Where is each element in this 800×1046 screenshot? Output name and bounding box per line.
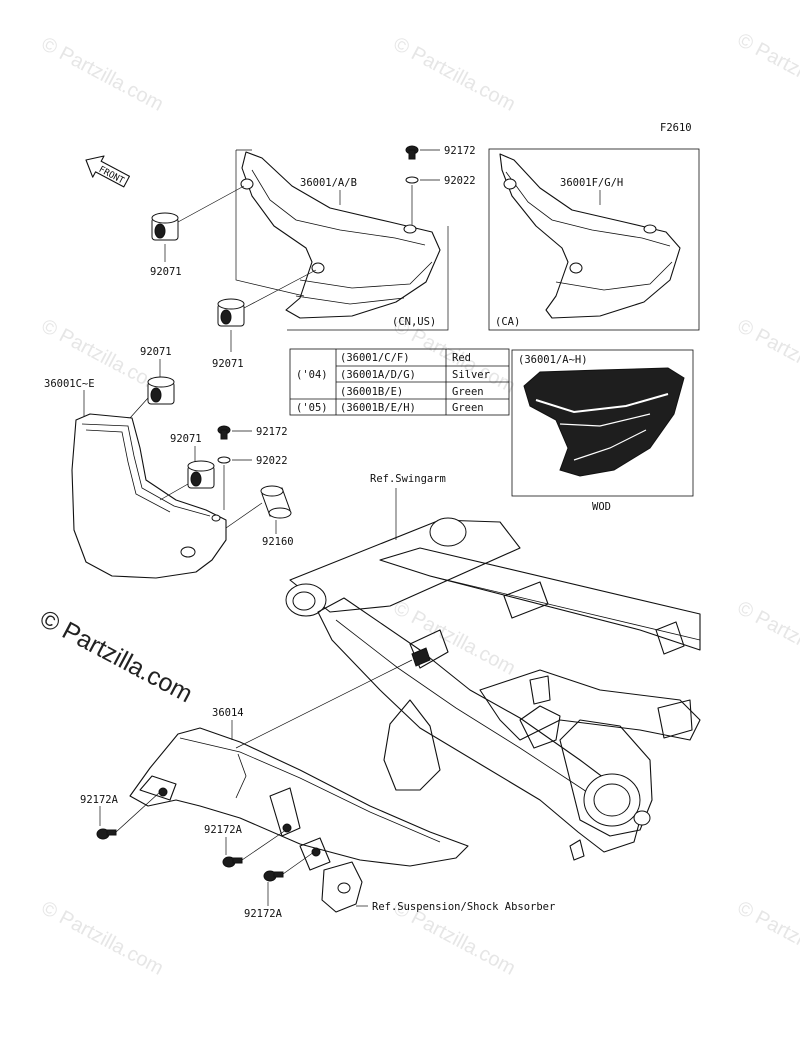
- table-cell-color: Green: [452, 402, 484, 414]
- bolt-92172a-2: [222, 856, 243, 868]
- side-cover-ca: [499, 153, 681, 319]
- watermark: © Partzilla.com: [38, 897, 167, 980]
- ref-swingarm: Ref.Swingarm: [370, 473, 446, 485]
- shock-bracket: [321, 861, 363, 913]
- front-label: FRONT: [97, 165, 126, 187]
- collar-92160: [260, 485, 292, 519]
- callout-92172a-2: 92172A: [204, 824, 243, 836]
- region-ca: (CA): [495, 316, 520, 328]
- ref-suspension: Ref.Suspension/Shock Absorber: [372, 901, 555, 913]
- table-cell-color: Green: [452, 386, 484, 398]
- grommet-92071-mid-1: [147, 376, 175, 405]
- bolt-92172-top: [405, 145, 419, 160]
- box-ca: [488, 148, 700, 331]
- bolt-92172a-1: [96, 828, 117, 840]
- watermark: © Partzilla.com: [734, 315, 800, 398]
- watermark: © Partzilla.com: [38, 33, 167, 116]
- watermark: © Partzilla.com: [734, 29, 800, 112]
- watermark: © Partzilla.com: [390, 597, 519, 680]
- watermark: © Partzilla.com: [734, 597, 800, 680]
- region-cn-us: (CN,US): [392, 316, 436, 328]
- callout-36001-a-b: 36001/A/B: [300, 177, 357, 189]
- table-cell-color: Silver: [452, 369, 490, 381]
- callout-92172a-1: 92172A: [80, 794, 119, 806]
- callout-92071-mid-2: 92071: [170, 433, 202, 445]
- washer-92022-mid: [217, 456, 231, 464]
- table-cell-year: ('04): [296, 369, 328, 381]
- callout-92071-top-2: 92071: [212, 358, 244, 370]
- chain-cover-36014: [129, 727, 469, 871]
- grommet-92071-top-1: [151, 212, 179, 241]
- callout-92172-top: 92172: [444, 145, 476, 157]
- diagram-code: F2610: [660, 122, 692, 134]
- table-cell-part: (36001B/E/H): [340, 402, 416, 414]
- grommet-92071-mid-2: [187, 460, 215, 489]
- swingarm: [285, 517, 701, 861]
- callout-36001c-e: 36001C~E: [44, 378, 95, 390]
- side-cover-36001c-e: [71, 413, 227, 579]
- callout-92160: 92160: [262, 536, 294, 548]
- table-cell-part: (36001B/E): [340, 386, 403, 398]
- watermark-large: © Partzilla.com: [35, 605, 197, 709]
- callout-36001f-g-h: 36001F/G/H: [560, 177, 623, 189]
- color-table: ('04) ('05) (36001/C/F) (36001A/D/G) (36…: [289, 348, 510, 416]
- watermark: © Partzilla.com: [734, 897, 800, 980]
- callout-92022-mid: 92022: [256, 455, 288, 467]
- callout-92071-top-1: 92071: [150, 266, 182, 278]
- table-cell-year: ('05): [296, 402, 328, 414]
- watermark: © Partzilla.com: [390, 33, 519, 116]
- side-cover-cn-us: [235, 149, 449, 331]
- callout-36014: 36014: [212, 707, 244, 719]
- front-arrow-icon: FRONT: [85, 155, 130, 188]
- washer-92022-top: [405, 176, 419, 184]
- table-cell-color: Red: [452, 352, 471, 364]
- callout-92172-mid: 92172: [256, 426, 288, 438]
- bolt-92172-mid: [217, 425, 231, 440]
- wod-title: (36001/A~H): [518, 354, 588, 366]
- wod-label: WOD: [592, 501, 611, 513]
- table-cell-part: (36001/C/F): [340, 352, 410, 364]
- callout-92022-top: 92022: [444, 175, 476, 187]
- watermark-layer: © Partzilla.com © Partzilla.com © Partzi…: [38, 29, 800, 980]
- callout-92172a-3: 92172A: [244, 908, 283, 920]
- bolt-92172a-3: [263, 870, 284, 882]
- callout-92071-mid-1: 92071: [140, 346, 172, 358]
- grommet-92071-top-2: [217, 298, 245, 327]
- wod-decal: [523, 367, 685, 477]
- table-cell-part: (36001A/D/G): [340, 369, 416, 381]
- box-wod: [511, 349, 694, 497]
